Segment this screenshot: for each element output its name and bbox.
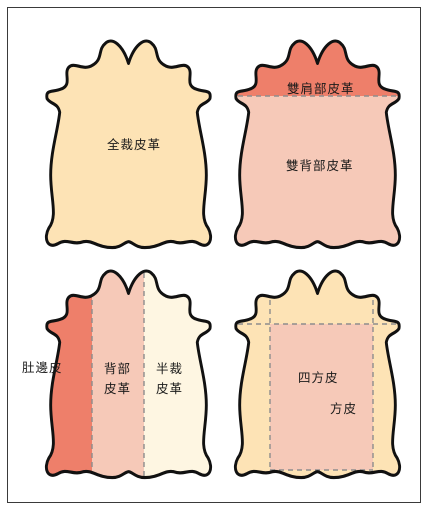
back-label-line2: 皮革 bbox=[104, 381, 131, 396]
panel-half: 肚邊皮 背部 皮革 半裁 皮革 bbox=[22, 269, 213, 480]
square-region bbox=[270, 324, 373, 470]
half-label-line1: 半裁 bbox=[156, 361, 183, 376]
back-label-line1: 背部 bbox=[104, 361, 131, 376]
square-label: 四方皮 bbox=[298, 370, 339, 385]
panel-square: 四方皮 方皮 bbox=[233, 269, 402, 480]
panel-double: 雙肩部皮革 雙背部皮革 bbox=[233, 39, 402, 250]
shoulder-label: 雙肩部皮革 bbox=[287, 81, 355, 96]
back-region bbox=[235, 96, 400, 248]
half-label-line2: 皮革 bbox=[156, 381, 183, 396]
whole-hide-label: 全裁皮革 bbox=[107, 137, 161, 152]
belly-label: 肚邊皮 bbox=[22, 360, 63, 375]
back-strip-region bbox=[92, 271, 144, 478]
panel-whole-hide: 全裁皮革 bbox=[44, 39, 213, 250]
figure-frame bbox=[7, 7, 421, 503]
double-back-label: 雙背部皮革 bbox=[286, 158, 354, 173]
small-square-label: 方皮 bbox=[330, 401, 357, 416]
